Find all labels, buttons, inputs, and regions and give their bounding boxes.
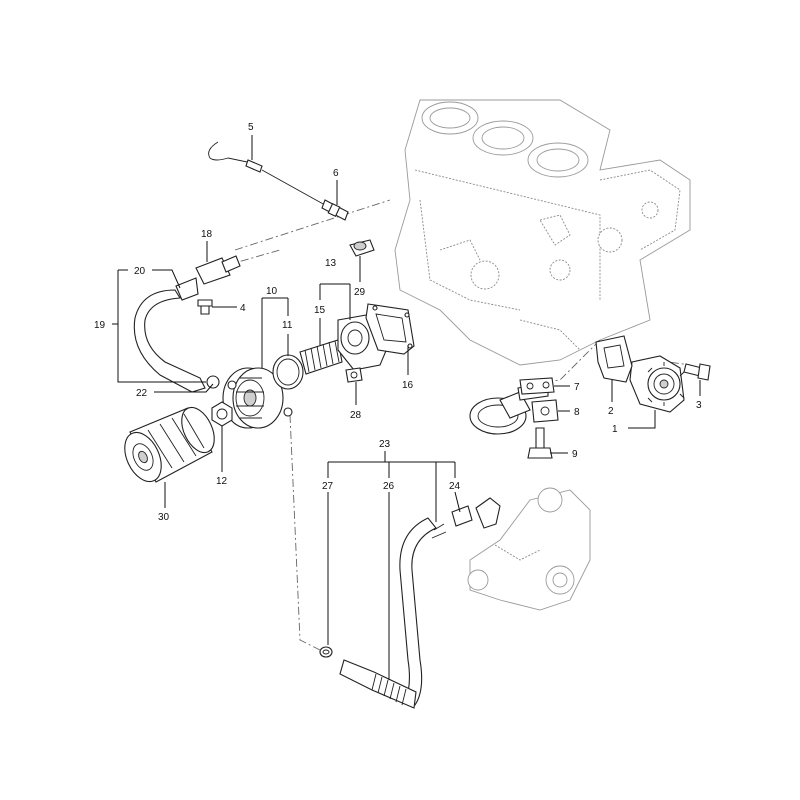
oil-pipe	[133, 277, 220, 393]
nut	[211, 401, 233, 427]
fitting	[195, 255, 241, 285]
callout-19: 19	[94, 320, 106, 331]
callout-9: 9	[572, 449, 578, 460]
plug	[349, 239, 375, 257]
spring	[299, 339, 343, 375]
callout-18: 18	[201, 229, 213, 240]
hose-clamp	[319, 646, 333, 658]
callout-15: 15	[314, 305, 326, 316]
pump-bolt	[683, 363, 711, 381]
callout-30: 30	[158, 512, 170, 523]
callout-20: 20	[134, 266, 146, 277]
callout-6: 6	[333, 168, 339, 179]
suction-hose	[339, 517, 447, 709]
callout-7: 7	[574, 382, 580, 393]
elbow-fitting	[451, 497, 501, 529]
callout-29: 29	[354, 287, 366, 298]
callout-5: 5	[248, 122, 254, 133]
strainer-gasket	[519, 377, 555, 395]
strainer-flange	[531, 399, 559, 423]
strainer	[469, 381, 549, 435]
callout-2: 2	[608, 406, 614, 417]
bolt	[197, 299, 213, 315]
engine-block	[394, 99, 691, 366]
callout-3: 3	[696, 400, 702, 411]
dipstick	[208, 141, 326, 206]
bolt-lower	[345, 367, 363, 383]
callout-16: 16	[402, 380, 414, 391]
pump-gasket	[595, 335, 633, 383]
callout-10: 10	[266, 286, 278, 297]
pump-housing	[467, 487, 591, 611]
callout-11: 11	[282, 320, 293, 331]
callout-28: 28	[350, 410, 362, 421]
oil-pump	[629, 355, 685, 413]
callout-12: 12	[216, 476, 228, 487]
callout-labels: 1 2 3 4 5 6 7 8 9 10 11 12 13 15 16 18 1…	[94, 122, 702, 523]
callout-24: 24	[449, 481, 461, 492]
callout-4: 4	[240, 303, 246, 314]
leader-lines	[112, 135, 701, 680]
bolt-strainer	[527, 427, 553, 459]
dipstick-guide	[321, 199, 349, 221]
callout-23: 23	[379, 439, 391, 450]
callout-22: 22	[136, 388, 148, 399]
oil-cooler	[222, 367, 293, 429]
callout-27: 27	[322, 481, 334, 492]
gasket	[365, 303, 415, 355]
o-ring	[272, 354, 304, 390]
callout-8: 8	[574, 407, 580, 418]
callout-26: 26	[383, 481, 395, 492]
callout-13: 13	[325, 258, 337, 269]
callout-1: 1	[612, 424, 618, 435]
oil-filter	[124, 406, 215, 483]
